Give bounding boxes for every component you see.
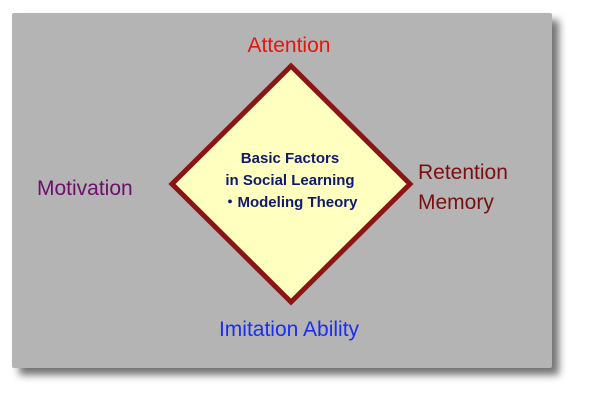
center-line-3: ・Modeling Theory — [222, 194, 358, 211]
center-line-2: in Social Learning — [225, 172, 355, 189]
label-attention: Attention — [247, 34, 331, 57]
center-diamond — [168, 62, 414, 306]
label-retention-memory: Retention Memory — [418, 158, 508, 218]
center-title: Basic Factors in Social Learning ・Modeli… — [190, 148, 390, 214]
label-motivation: Motivation — [37, 177, 133, 200]
label-memory: Memory — [418, 191, 494, 214]
center-line-1: Basic Factors — [240, 150, 340, 167]
label-retention: Retention — [418, 161, 508, 184]
label-imitation-ability: Imitation Ability — [218, 318, 360, 341]
